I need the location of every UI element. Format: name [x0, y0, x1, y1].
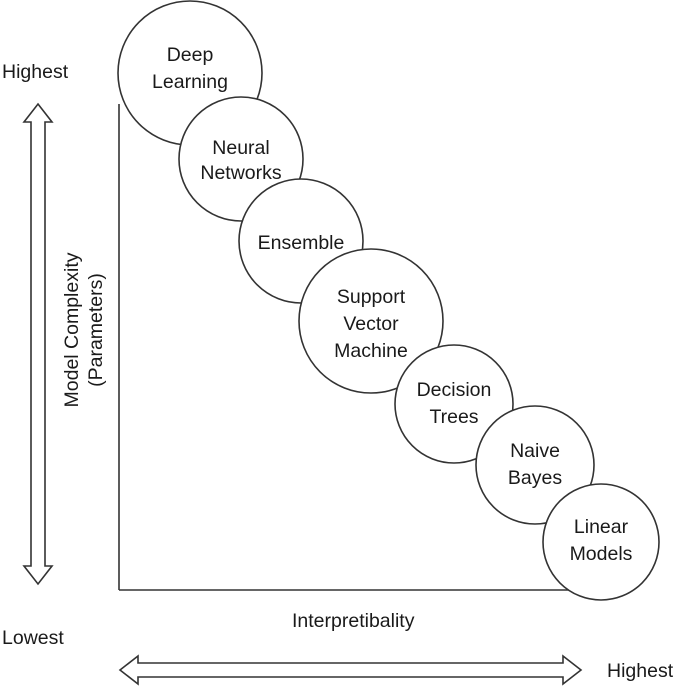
model-label-line: Networks	[200, 162, 282, 184]
model-label-line: Support	[337, 286, 406, 308]
y-axis-title-line2: (Parameters)	[85, 273, 107, 387]
model-support-vector-machine: Support Vector Machine	[298, 248, 444, 394]
model-linear-models: Linear Models	[542, 483, 660, 601]
model-label-line: Deep	[167, 44, 214, 66]
model-circle	[542, 483, 660, 601]
x-axis-right-label: Highest	[607, 660, 674, 682]
y-axis-top-label: Highest	[2, 61, 69, 83]
model-circle	[298, 248, 444, 394]
y-axis-title: Model Complexity (Parameters)	[61, 252, 107, 407]
model-label-line: Neural	[212, 137, 269, 159]
x-axis-double-arrow	[118, 654, 583, 686]
model-label-line: Bayes	[508, 467, 562, 489]
model-decision-trees: Decision Trees	[394, 344, 514, 464]
model-label-line: Machine	[334, 340, 408, 362]
model-label-line: Trees	[429, 406, 478, 428]
model-label-line: Vector	[343, 313, 399, 335]
model-circle	[475, 405, 595, 525]
model-circle	[394, 344, 514, 464]
y-axis-bottom-label: Lowest	[2, 627, 64, 649]
model-naive-bayes: Naive Bayes	[475, 405, 595, 525]
x-axis-title: Interpretibality	[292, 610, 415, 632]
model-label-line: Linear	[574, 516, 629, 538]
model-label-line: Decision	[417, 379, 492, 401]
model-label-line: Naive	[510, 440, 560, 462]
model-circles: Deep Learning Neural Networks Ensemble S…	[117, 0, 660, 601]
model-label-line: Ensemble	[258, 232, 345, 254]
model-label-line: Models	[570, 543, 633, 565]
y-axis-title-line1: Model Complexity	[61, 252, 83, 407]
model-label-line: Learning	[152, 71, 228, 93]
y-axis-double-arrow	[22, 102, 54, 586]
